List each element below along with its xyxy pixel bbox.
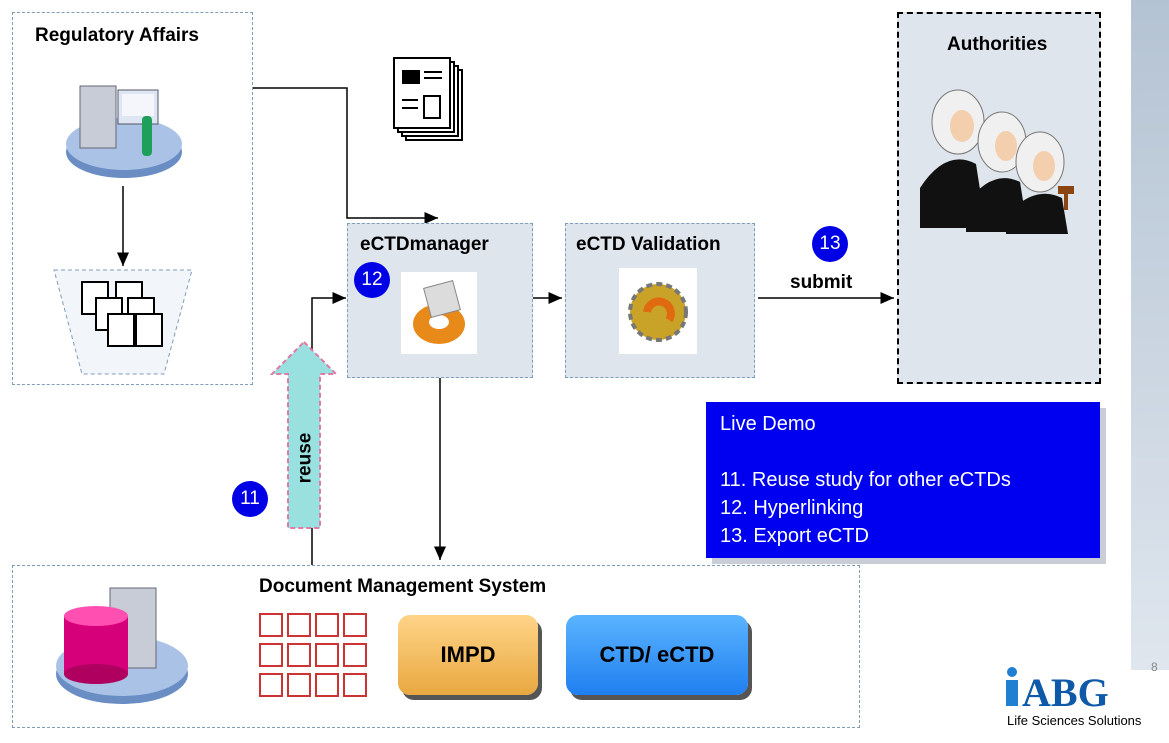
ctd-block: CTD/ eCTD — [566, 615, 748, 695]
reuse-label-wrap: reuse — [285, 428, 325, 488]
side-bar — [1131, 0, 1169, 670]
connector-ra-to-manager — [252, 87, 438, 224]
regulatory-affairs-box: Regulatory Affairs — [12, 12, 253, 385]
database-server-icon — [56, 587, 188, 704]
step-12-badge: 12 — [354, 262, 390, 298]
authorities-title: Authorities — [947, 34, 1048, 55]
reuse-label: reuse — [294, 432, 316, 484]
workstation-icon — [66, 85, 182, 178]
demo-item: 12. Hyperlinking — [720, 497, 864, 519]
impd-block: IMPD — [398, 615, 538, 695]
impd-label: IMPD — [440, 642, 496, 667]
dms-box: Document Management System — [12, 565, 860, 728]
step-13-badge: 13 — [812, 226, 848, 262]
iabg-logo: ABG — [1004, 666, 1169, 715]
pdf-files-icon — [259, 613, 367, 697]
page-number: 8 — [1151, 660, 1158, 674]
logo-tagline: Life Sciences Solutions — [1007, 713, 1142, 728]
demo-title: Live Demo — [720, 413, 816, 435]
regulatory-affairs-title: Regulatory Affairs — [35, 25, 199, 46]
dms-title: Document Management System — [259, 576, 547, 597]
demo-spacer — [720, 438, 1100, 466]
demo-item: 13. Export eCTD — [720, 525, 869, 547]
submit-label: submit — [790, 272, 853, 293]
ectd-disc-icon — [401, 272, 477, 354]
documents-stack-icon — [53, 269, 193, 375]
ectdmanager-title: eCTDmanager — [360, 234, 489, 255]
reuse-arrow — [270, 340, 338, 529]
ctd-label: CTD/ eCTD — [599, 642, 715, 667]
iabg-logo-mark: ABG — [1006, 667, 1109, 715]
demo-item: 11. Reuse study for other eCTDs — [720, 469, 1011, 491]
validation-title: eCTD Validation — [576, 234, 721, 255]
document-pile-icon — [393, 57, 463, 141]
judges-icon — [920, 89, 1074, 234]
live-demo-panel: Live Demo 11. Reuse study for other eCTD… — [706, 402, 1100, 558]
svg-text:ABG: ABG — [1022, 670, 1109, 710]
step-11-badge: 11 — [232, 481, 268, 517]
validation-gear-icon — [619, 268, 697, 354]
